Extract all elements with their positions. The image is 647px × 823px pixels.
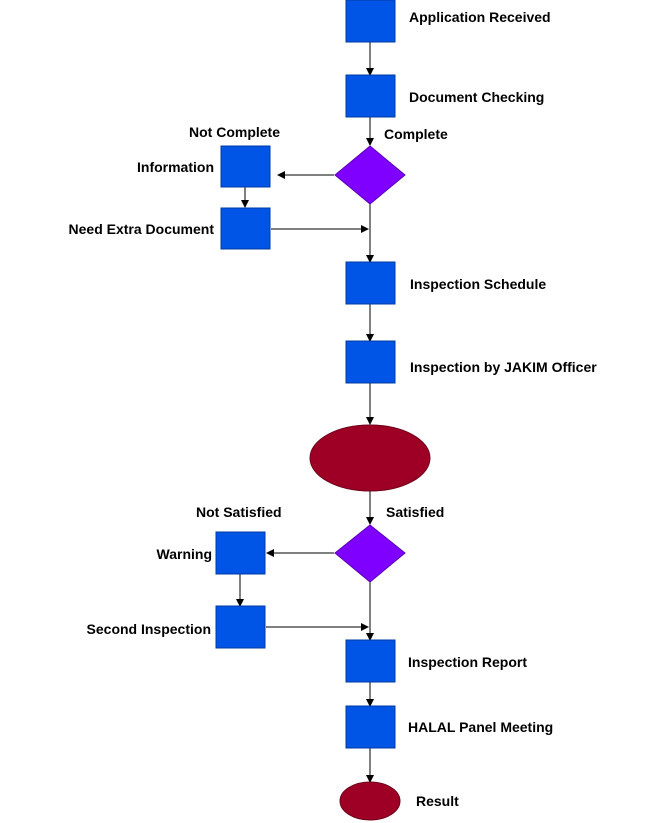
box-second-inspection: [215, 605, 266, 649]
label-second-inspection: Second Inspection: [87, 621, 211, 637]
label-document-checking: Document Checking: [409, 89, 544, 105]
decision-document-complete: [334, 145, 406, 205]
label-need-extra-document: Need Extra Document: [69, 221, 215, 237]
labels: Application Received Document Checking N…: [69, 9, 598, 809]
box-warning: [215, 531, 266, 575]
ellipse-result: [339, 781, 401, 821]
box-inspection-schedule: [345, 261, 396, 305]
label-warning: Warning: [157, 546, 212, 562]
connectors: [236, 42, 374, 783]
decision-inspection-satisfied: [334, 524, 406, 583]
box-inspection-report: [345, 639, 396, 683]
box-need-extra-document: [220, 207, 271, 250]
label-inspection-schedule: Inspection Schedule: [410, 276, 546, 292]
box-inspection-by-officer: [345, 340, 396, 384]
label-inspection-by-officer: Inspection by JAKIM Officer: [410, 359, 597, 375]
label-result: Result: [416, 793, 459, 809]
decisions: [334, 145, 406, 583]
label-not-satisfied: Not Satisfied: [196, 504, 282, 520]
label-satisfied: Satisfied: [386, 504, 444, 520]
terminals: [309, 424, 431, 821]
label-inspection-report: Inspection Report: [408, 654, 527, 670]
label-complete: Complete: [384, 126, 448, 142]
ellipse-inspection-outcome: [309, 424, 431, 492]
label-halal-panel-meeting: HALAL Panel Meeting: [408, 719, 553, 735]
label-application-received: Application Received: [409, 9, 551, 25]
box-halal-panel-meeting: [345, 705, 396, 749]
label-information: Information: [137, 159, 214, 175]
box-application-received: [345, 0, 396, 43]
label-not-complete: Not Complete: [189, 124, 280, 140]
process-boxes: [215, 0, 396, 749]
box-document-checking: [345, 74, 396, 118]
box-information: [220, 145, 271, 188]
